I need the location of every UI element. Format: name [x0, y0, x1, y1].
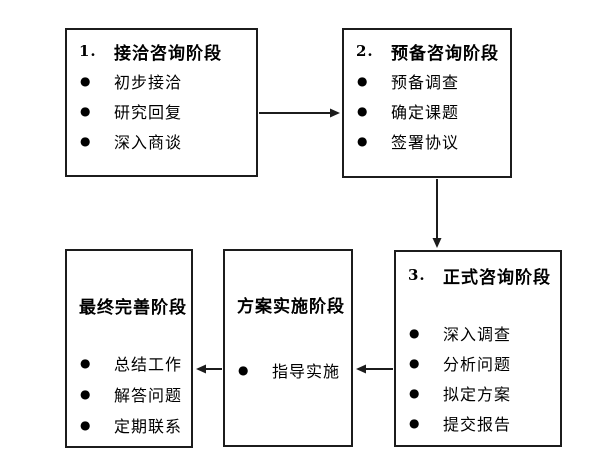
list-item-label: 总结工作: [114, 354, 183, 374]
list-item: ● 确定课题: [344, 96, 510, 126]
stage-title-row: 1. 接洽咨询阶段: [67, 36, 256, 66]
stage-title-row: 最终完善阶段: [67, 290, 191, 320]
stage-box-initial-contact: 1. 接洽咨询阶段 ● 初步接洽 ● 研究回复 ● 深入商谈: [65, 28, 258, 177]
list-item-label: 确定课题: [391, 103, 460, 122]
stage-title: 正式咨询阶段: [443, 267, 551, 288]
list-item: ● 指导实施: [225, 355, 351, 385]
list-item-label: 提交报告: [443, 415, 512, 434]
bullet-icon: ●: [80, 417, 91, 432]
list-item-label: 预备调查: [391, 73, 460, 92]
stage-title: 方案实施阶段: [237, 296, 345, 317]
list-item-label: 研究回复: [114, 103, 183, 122]
stage-box-formal-consulting: 3. 正式咨询阶段 ● 深入调查 ● 分析问题 ● 拟定方案 ● 提交报告: [394, 250, 562, 447]
spacer: [67, 320, 191, 347]
bullet-icon: ●: [80, 386, 91, 401]
list-item-label: 指导实施: [272, 362, 341, 381]
list-item: ● 提交报告: [396, 408, 560, 438]
list-item: ● 深入调查: [396, 318, 560, 348]
list-item: ● 深入商谈: [67, 126, 256, 156]
bullet-icon: ●: [80, 104, 91, 118]
bullet-icon: ●: [80, 74, 91, 88]
stage-box-implementation: 方案实施阶段 ● 指导实施: [223, 249, 353, 447]
stage-number: 3.: [408, 266, 426, 284]
bullet-icon: ●: [80, 134, 91, 148]
stage-title-row: 2. 预备咨询阶段: [344, 36, 510, 66]
list-item: ● 签署协议: [344, 126, 510, 156]
bullet-icon: ●: [357, 134, 368, 148]
stage-title: 接洽咨询阶段: [114, 43, 222, 64]
stage-number: 1.: [79, 42, 97, 60]
bullet-icon: ●: [80, 355, 91, 370]
list-item-label: 深入调查: [443, 325, 512, 344]
list-item: ● 研究回复: [67, 96, 256, 126]
list-item-label: 分析问题: [443, 355, 512, 374]
list-item: ● 定期联系: [67, 409, 191, 440]
list-item: ● 解答问题: [67, 378, 191, 409]
bullet-icon: ●: [409, 416, 420, 430]
stage-title-row: 3. 正式咨询阶段: [396, 260, 560, 290]
bullet-icon: ●: [357, 104, 368, 118]
list-item: ● 分析问题: [396, 348, 560, 378]
list-item-label: 解答问题: [114, 385, 183, 405]
bullet-icon: ●: [409, 326, 420, 340]
list-item: ● 总结工作: [67, 347, 191, 378]
bullet-icon: ●: [409, 356, 420, 370]
stage-title: 预备咨询阶段: [391, 43, 499, 64]
stage-box-final-improvement: 最终完善阶段 ● 总结工作 ● 解答问题 ● 定期联系: [65, 249, 193, 448]
list-item: ● 初步接洽: [67, 66, 256, 96]
bullet-icon: ●: [409, 386, 420, 400]
spacer: [396, 290, 560, 318]
stage-box-preparation: 2. 预备咨询阶段 ● 预备调查 ● 确定课题 ● 签署协议: [342, 28, 512, 178]
bullet-icon: ●: [357, 74, 368, 88]
list-item-label: 初步接洽: [114, 73, 183, 92]
list-item: ● 拟定方案: [396, 378, 560, 408]
list-item-label: 签署协议: [391, 133, 460, 152]
stage-title: 最终完善阶段: [79, 297, 187, 318]
list-item-label: 拟定方案: [443, 385, 512, 404]
stage-title-row: 方案实施阶段: [225, 289, 351, 319]
list-item: ● 预备调查: [344, 66, 510, 96]
bullet-icon: ●: [238, 363, 249, 377]
list-item-label: 深入商谈: [114, 133, 183, 152]
spacer: [225, 319, 351, 355]
list-item-label: 定期联系: [114, 416, 183, 436]
stage-number: 2.: [356, 42, 374, 60]
